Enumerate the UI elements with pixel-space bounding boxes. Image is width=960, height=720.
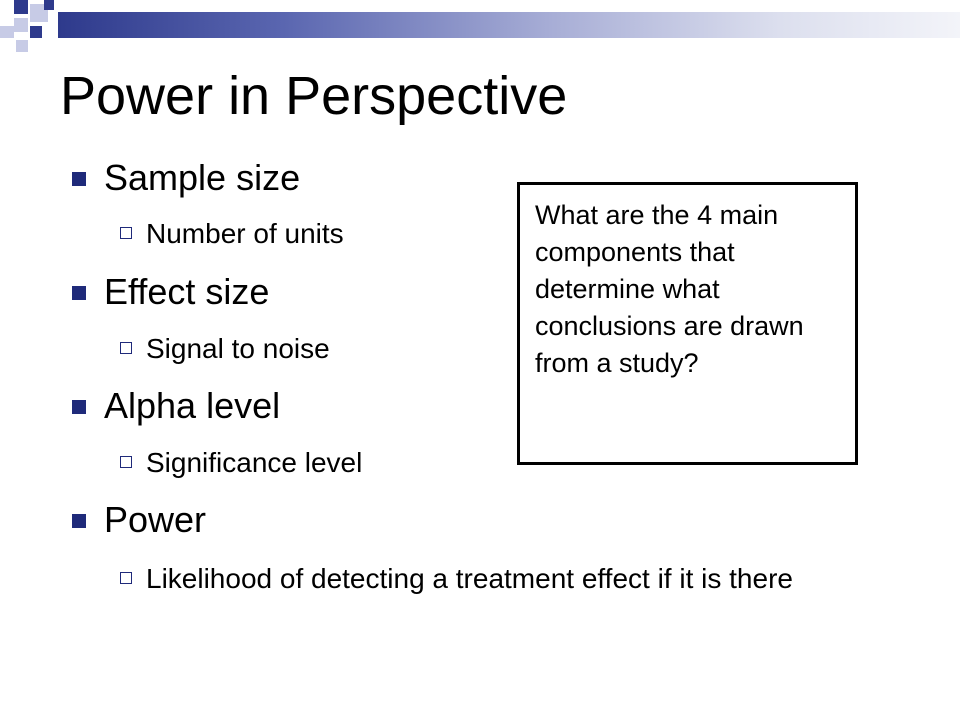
hollow-square-bullet-icon	[120, 572, 132, 584]
hollow-square-bullet-icon	[120, 456, 132, 468]
callout-text: What are the 4 main components that dete…	[535, 200, 804, 378]
corner-square	[30, 26, 42, 38]
header-gradient-bar	[58, 12, 960, 38]
square-bullet-icon	[72, 172, 86, 186]
hollow-square-bullet-icon	[120, 227, 132, 239]
bullet-label: Effect size	[104, 271, 270, 312]
question-callout-box: What are the 4 main components that dete…	[517, 182, 858, 465]
corner-square	[0, 26, 14, 38]
square-bullet-icon	[72, 286, 86, 300]
square-bullet-icon	[72, 514, 86, 528]
sub-bullet-label: Number of units	[146, 218, 344, 249]
sub-bullet-label: Significance level	[146, 447, 363, 478]
corner-square	[14, 18, 28, 32]
bullet-label: Alpha level	[104, 385, 281, 426]
corner-square	[16, 40, 28, 52]
sub-bullet-label: Likelihood of detecting a treatment effe…	[146, 563, 793, 594]
hollow-square-bullet-icon	[120, 342, 132, 354]
corner-square	[44, 0, 54, 10]
corner-square	[30, 4, 48, 22]
bullet-label: Sample size	[104, 157, 301, 198]
corner-square	[14, 0, 28, 14]
square-bullet-icon	[72, 400, 86, 414]
bullet-label: Power	[104, 499, 207, 540]
slide-title: Power in Perspective	[60, 66, 568, 126]
sub-bullet-label: Signal to noise	[146, 333, 330, 364]
